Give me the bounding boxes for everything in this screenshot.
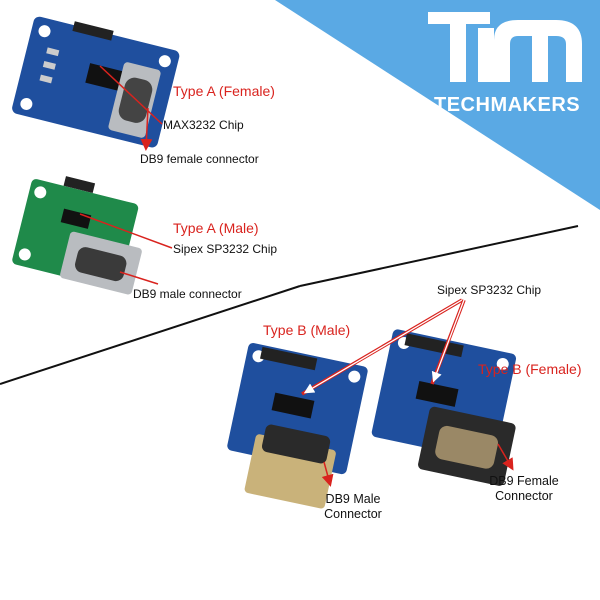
- label-type-a-female: Type A (Female): [173, 83, 275, 99]
- arrow-sipex-b-left-inner: [303, 299, 463, 394]
- arrow-db9-female-a: [140, 107, 153, 151]
- label-type-a-male: Type A (Male): [173, 220, 259, 236]
- label-max3232-chip: MAX3232 Chip: [163, 118, 244, 132]
- techmakers-wordmark: TECHMAKERS: [434, 94, 581, 116]
- label-db9-male-connector-b-line2: Connector: [324, 507, 382, 521]
- label-db9-female-connector-b: DB9 Female Connector: [484, 474, 564, 504]
- arrow-sipex-a: [79, 213, 173, 249]
- divider-upper: [299, 225, 579, 287]
- arrow-db9-female-b: [497, 443, 514, 471]
- label-db9-male-connector: DB9 male connector: [133, 287, 242, 301]
- label-db9-male-connector-b-line1: DB9 Male: [325, 492, 381, 506]
- label-db9-female-connector: DB9 female connector: [140, 152, 259, 166]
- arrow-max3232: [99, 65, 163, 125]
- label-type-b-male: Type B (Male): [263, 322, 351, 338]
- label-sipex-chip-b: Sipex SP3232 Chip: [437, 283, 542, 297]
- arrow-db9-male-b: [321, 461, 334, 487]
- divider-lower: [0, 285, 301, 385]
- label-db9-male-connector-b: DB9 Male Connector: [318, 492, 388, 522]
- arrow-db9-male-a: [119, 271, 159, 285]
- label-type-b-female: Type B (Female): [478, 361, 582, 377]
- arrow-sipex-b-right-inner: [431, 299, 465, 383]
- label-db9-female-connector-b-line1: DB9 Female: [489, 474, 559, 488]
- label-sipex-chip-a: Sipex SP3232 Chip: [173, 242, 278, 256]
- label-db9-female-connector-b-line2: Connector: [495, 489, 553, 503]
